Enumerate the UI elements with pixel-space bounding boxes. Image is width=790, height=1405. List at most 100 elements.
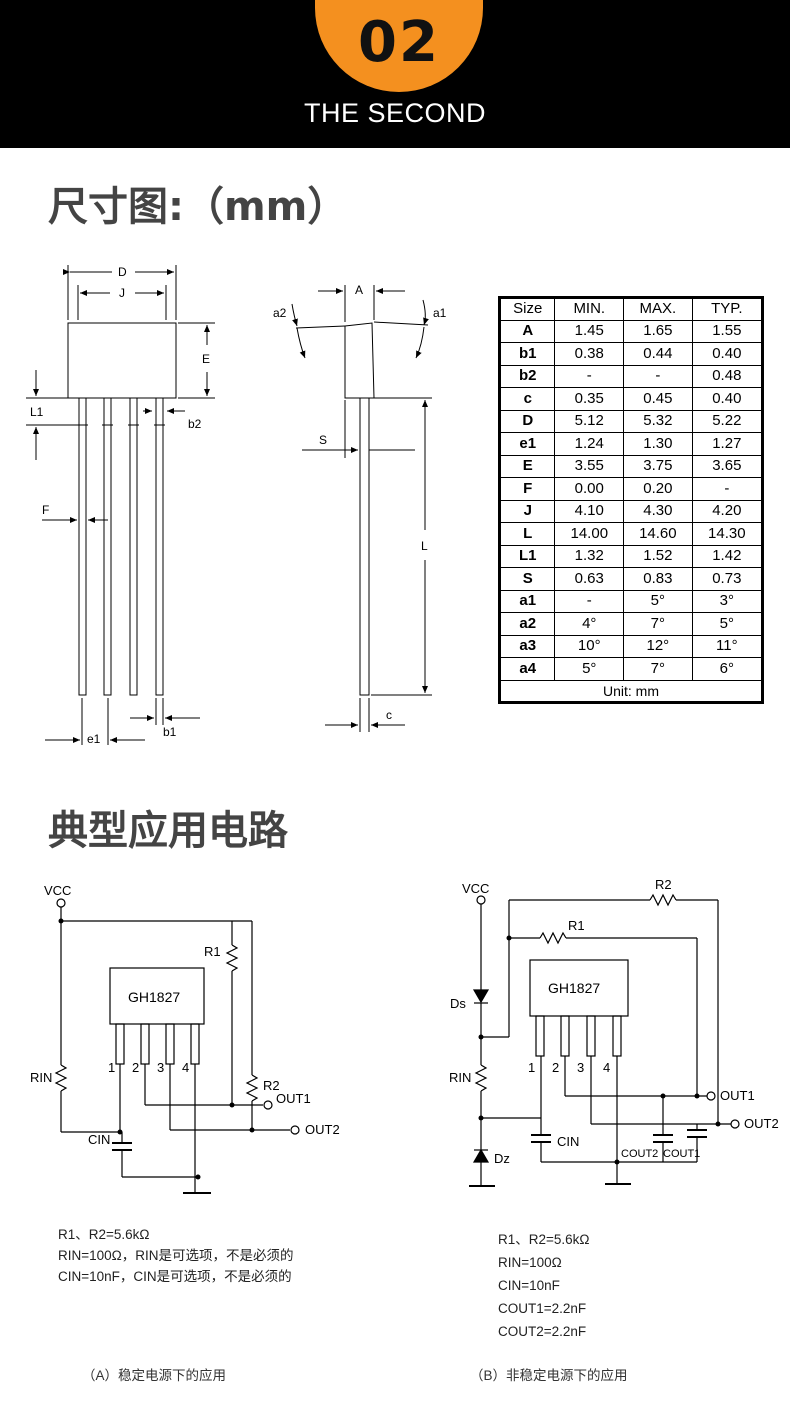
table-header-cell: MIN. — [554, 297, 625, 321]
table-cell: 3.75 — [623, 454, 693, 478]
header-banner: 02 THE SECOND — [0, 0, 790, 148]
circuit-a-caption: （A）稳定电源下的应用 — [82, 1368, 227, 1383]
out2-label-a: OUT2 — [305, 1122, 340, 1137]
dim-label-b1: b1 — [163, 725, 177, 739]
dim-label-E: E — [202, 352, 210, 366]
table-cell: 1.42 — [691, 544, 764, 568]
ds-label: Ds — [450, 996, 466, 1011]
out1-label-b: OUT1 — [720, 1088, 755, 1103]
chip-label-b: GH1827 — [548, 980, 600, 996]
cout1-label: COUT1 — [663, 1148, 700, 1160]
gh1827-chip-a — [109, 967, 205, 1025]
dim-label-J: J — [119, 286, 125, 300]
table-cell: 0.63 — [554, 567, 625, 591]
table-row-key: e1 — [498, 432, 556, 456]
package-body-front — [67, 322, 177, 399]
table-cell: 0.40 — [691, 387, 764, 411]
lead-1 — [78, 397, 87, 696]
note-line: R1、R2=5.6kΩ — [498, 1232, 590, 1247]
pin-2-label-a: 2 — [132, 1060, 139, 1075]
dim-label-e1: e1 — [87, 732, 101, 746]
note-line: COUT2=2.2nF — [498, 1324, 587, 1339]
out2-terminal-a — [290, 1125, 300, 1135]
table-cell: 0.44 — [623, 342, 693, 366]
lead-3 — [129, 397, 138, 696]
dim-label-L1: L1 — [30, 405, 44, 419]
vcc-label-a: VCC — [44, 883, 71, 898]
table-cell: 1.55 — [691, 319, 764, 343]
r2-resistor-b — [649, 893, 677, 907]
table-unit-note: Unit: mm — [499, 679, 763, 703]
r1-label-a: R1 — [204, 944, 221, 959]
note-line: CIN=10nF — [498, 1278, 560, 1293]
dim-label-D: D — [118, 265, 127, 279]
dim-label-L: L — [421, 539, 428, 553]
vcc-label-b: VCC — [462, 881, 489, 896]
pin-3-label-a: 3 — [157, 1060, 164, 1075]
circuit-a-notes: R1、R2=5.6kΩ RIN=100Ω，RIN是可选项，不是必须的 CIN=1… — [58, 1224, 294, 1287]
table-unit-row: Unit: mm — [499, 679, 763, 703]
ds-diode — [472, 989, 490, 1004]
table-cell: 6° — [691, 657, 764, 681]
rin-resistor-b — [474, 1064, 488, 1092]
table-cell: 0.38 — [554, 342, 625, 366]
dim-label-c: c — [386, 708, 392, 722]
out1-terminal-a — [263, 1100, 273, 1110]
table-cell: 14.30 — [691, 522, 764, 546]
dim-label-F: F — [42, 503, 49, 517]
lead-4 — [155, 397, 164, 696]
gh1827-chip-b — [529, 959, 629, 1017]
cin-label-a: CIN — [88, 1132, 110, 1147]
cin-label-b: CIN — [557, 1134, 579, 1149]
out1-label-a: OUT1 — [276, 1091, 311, 1106]
r2-label-a: R2 — [263, 1078, 280, 1093]
dimension-drawing-title: 尺寸图:（mm） — [48, 184, 348, 230]
dim-label-S: S — [319, 433, 327, 447]
pin-4-label-b: 4 — [603, 1060, 610, 1075]
out1-terminal-b — [706, 1091, 716, 1101]
circuit-b-notes: R1、R2=5.6kΩ RIN=100Ω CIN=10nF COUT1=2.2n… — [498, 1228, 590, 1343]
out2-terminal-b — [730, 1119, 740, 1129]
table-cell: 0.00 — [554, 477, 625, 501]
table-row-key: L1 — [498, 544, 556, 568]
dz-label: Dz — [494, 1151, 510, 1166]
note-line: COUT1=2.2nF — [498, 1301, 587, 1316]
circuit-b-caption: （B）非稳定电源下的应用 — [470, 1368, 628, 1383]
table-cell: 4.20 — [691, 499, 764, 523]
r2-label-b: R2 — [655, 877, 672, 892]
r1-label-b: R1 — [568, 918, 585, 933]
table-cell: 4.10 — [554, 499, 625, 523]
dim-label-A: A — [355, 283, 363, 297]
dim-label-a2: a2 — [273, 306, 287, 320]
table-row-key: a2 — [498, 612, 556, 636]
lead-2 — [103, 397, 112, 696]
note-line: CIN=10nF，CIN是可选项，不是必须的 — [58, 1269, 292, 1284]
table-row-key: a4 — [498, 657, 556, 681]
note-line: RIN=100Ω，RIN是可选项，不是必须的 — [58, 1248, 294, 1263]
pin-4-label-a: 4 — [182, 1060, 189, 1075]
typical-circuit-title: 典型应用电路 — [48, 808, 288, 854]
out2-label-b: OUT2 — [744, 1116, 779, 1131]
pin-2-label-b: 2 — [552, 1060, 559, 1075]
rin-resistor-a — [54, 1064, 68, 1092]
table-row-key: D — [498, 409, 556, 433]
dim-label-a1: a1 — [433, 306, 447, 320]
r1-resistor-b — [539, 931, 567, 945]
note-line: RIN=100Ω — [498, 1255, 562, 1270]
chip-label-a: GH1827 — [128, 989, 180, 1005]
section-number: 02 — [358, 10, 440, 75]
table-cell: 7° — [623, 612, 693, 636]
table-cell: 0.45 — [623, 387, 693, 411]
section-subtitle: THE SECOND — [303, 98, 487, 128]
